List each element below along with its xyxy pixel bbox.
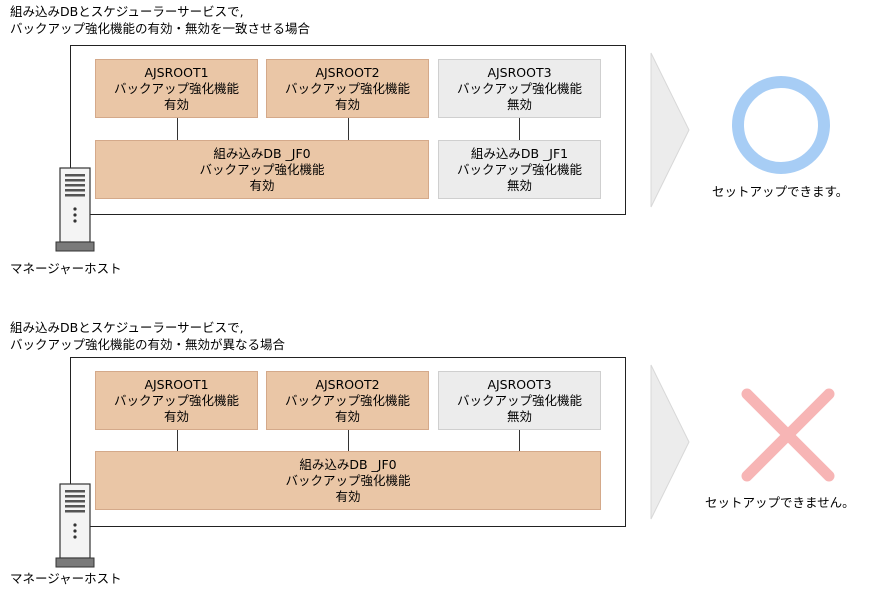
- heading-line-1: 組み込みDBとスケジューラーサービスで,: [10, 320, 244, 335]
- heading-line-1: 組み込みDBとスケジューラーサービスで,: [10, 4, 244, 19]
- feature-label: バックアップ強化機能: [284, 392, 410, 408]
- status-label: 無効: [506, 177, 532, 193]
- arrow-right-icon: [650, 364, 690, 520]
- status-label: 有効: [335, 488, 361, 504]
- connector-line: [177, 118, 178, 140]
- feature-label: バックアップ強化機能: [199, 161, 325, 177]
- service-name: AJSROOT3: [487, 376, 552, 392]
- embedded-db-jf0: 組み込みDB _JF0 バックアップ強化機能 有効: [95, 451, 601, 510]
- status-label: 有効: [249, 177, 275, 193]
- db-name: 組み込みDB _JF0: [213, 145, 311, 161]
- connector-line: [348, 430, 349, 451]
- db-name: 組み込みDB _JF1: [470, 145, 569, 161]
- scheduler-service-ajsroot3: AJSROOT3 バックアップ強化機能 無効: [438, 371, 601, 430]
- status-label: 無効: [506, 408, 532, 424]
- host-label: マネージャーホスト: [10, 261, 122, 276]
- feature-label: バックアップ強化機能: [285, 472, 411, 488]
- scenario-match-heading: 組み込みDBとスケジューラーサービスで, バックアップ強化機能の有効・無効を一致…: [10, 3, 310, 37]
- feature-label: バックアップ強化機能: [456, 80, 582, 96]
- connector-line: [519, 430, 520, 451]
- service-name: AJSROOT1: [144, 376, 209, 392]
- arrow-right-icon: [650, 52, 690, 208]
- scheduler-service-ajsroot3: AJSROOT3 バックアップ強化機能 無効: [438, 59, 601, 118]
- scheduler-service-ajsroot2: AJSROOT2 バックアップ強化機能 有効: [266, 371, 429, 430]
- feature-label: バックアップ強化機能: [456, 161, 582, 177]
- feature-label: バックアップ強化機能: [113, 392, 239, 408]
- cross-ng-icon: [741, 388, 835, 482]
- feature-label: バックアップ強化機能: [113, 80, 239, 96]
- scheduler-service-ajsroot2: AJSROOT2 バックアップ強化機能 有効: [266, 59, 429, 118]
- connector-line: [348, 118, 349, 140]
- heading-line-2: バックアップ強化機能の有効・無効を一致させる場合: [10, 21, 311, 36]
- result-text: セットアップできます。: [712, 184, 849, 199]
- heading-line-2: バックアップ強化機能の有効・無効が異なる場合: [10, 337, 286, 352]
- status-label: 無効: [506, 96, 532, 112]
- service-name: AJSROOT1: [144, 64, 209, 80]
- service-name: AJSROOT2: [315, 376, 380, 392]
- host-label: マネージャーホスト: [10, 571, 122, 586]
- scheduler-service-ajsroot1: AJSROOT1 バックアップ強化機能 有効: [95, 371, 258, 430]
- result-text: セットアップできません。: [705, 495, 855, 510]
- scenario-mismatch-heading: 組み込みDBとスケジューラーサービスで, バックアップ強化機能の有効・無効が異な…: [10, 319, 285, 353]
- server-icon: [55, 167, 95, 252]
- status-label: 有効: [163, 96, 189, 112]
- status-label: 有効: [163, 408, 189, 424]
- feature-label: バックアップ強化機能: [456, 392, 582, 408]
- embedded-db-jf0: 組み込みDB _JF0 バックアップ強化機能 有効: [95, 140, 429, 199]
- scheduler-service-ajsroot1: AJSROOT1 バックアップ強化機能 有効: [95, 59, 258, 118]
- server-icon: [55, 483, 95, 568]
- status-label: 有効: [334, 96, 360, 112]
- db-name: 組み込みDB _JF0: [299, 456, 397, 472]
- service-name: AJSROOT3: [487, 64, 552, 80]
- connector-line: [519, 118, 520, 140]
- status-label: 有効: [334, 408, 360, 424]
- feature-label: バックアップ強化機能: [284, 80, 410, 96]
- connector-line: [177, 430, 178, 451]
- embedded-db-jf1: 組み込みDB _JF1 バックアップ強化機能 無効: [438, 140, 601, 199]
- circle-ok-icon: [732, 76, 830, 174]
- service-name: AJSROOT2: [315, 64, 380, 80]
